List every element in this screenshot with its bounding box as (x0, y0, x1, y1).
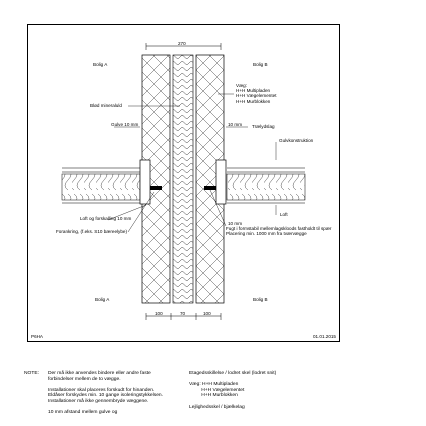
joint-label: Fugt i formstabil mellemlagskloods fasth… (226, 226, 332, 237)
anchor-plate-right (204, 186, 216, 190)
notes-right: Etagedsskillelse / lodret skel (lodret s… (189, 371, 277, 410)
ceiling-right-label: Loft (280, 212, 288, 217)
leader-ceiling-left (107, 204, 147, 221)
drawing-code: P6HA (31, 334, 44, 339)
ceiling-gap-label: Loft og forskalling 10 mm (80, 216, 132, 221)
room-label-bottom-right: Bolig B (253, 297, 268, 302)
joist-left (139, 159, 151, 205)
dim-bottom-label-3: 100 (203, 311, 211, 316)
floor-construction-label: Gulvkonstruktion (279, 138, 314, 143)
leader-anchor (127, 191, 155, 233)
room-label-top-right: Bolig B (253, 62, 268, 67)
gap-right-lower-label: 10 mm (228, 221, 243, 226)
dim-bottom-label-2: 70 (180, 311, 186, 316)
leader-joint (209, 189, 227, 227)
room-label-bottom-left: Bolig A (95, 297, 110, 302)
joist-right (215, 159, 227, 205)
wall-material-label: Væg: H+H Multipladen H+H Vægelementet H+… (236, 83, 277, 104)
floor-insulation-right (226, 173, 306, 201)
notes-left: Der må ikke anvendes bindere eller andre… (48, 371, 163, 416)
dim-total-label: 270 (178, 41, 186, 46)
floor-insulation-left (61, 173, 141, 201)
anchor-label: Forankring, (f.eks. S10 bæreelybe) (56, 229, 127, 234)
wood-layer-label: Trælydslag (252, 124, 275, 129)
notes-prefix: NOTE: (24, 371, 39, 376)
mineral-wool-core (172, 54, 194, 304)
dim-bottom-label-1: 100 (155, 311, 163, 316)
room-label-top-left: Bolig A (93, 62, 108, 67)
gap-right-label: 10 mm (228, 122, 243, 127)
mineral-wool-label: Blød mineraluld (90, 103, 122, 108)
drawing-date: 01.01.2015 (313, 334, 336, 339)
drawing-frame (27, 24, 340, 342)
gap-left-label: Gulve 10 mm (111, 122, 139, 127)
anchor-plate-left (150, 186, 162, 190)
